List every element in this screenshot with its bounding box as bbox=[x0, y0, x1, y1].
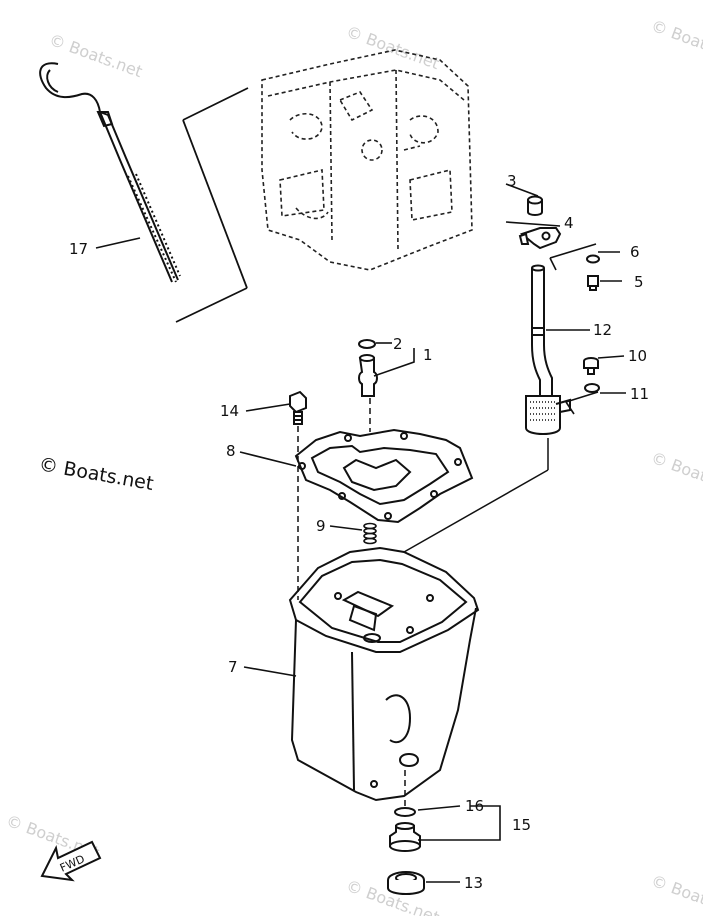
callouts: 17 3 4 6 5 12 10 11 2 1 14 8 9 7 16 15 1… bbox=[69, 172, 649, 892]
drain-plug-part-15 bbox=[389, 822, 421, 852]
watermark: © Boats.net bbox=[47, 30, 145, 81]
seal-part-13 bbox=[387, 871, 425, 895]
watermark: © Boats.net bbox=[649, 871, 703, 916]
washer-part-11 bbox=[584, 383, 600, 393]
callout-4: 4 bbox=[564, 214, 574, 232]
callout-17: 17 bbox=[69, 240, 88, 258]
dipstick bbox=[39, 62, 181, 283]
leader-lines bbox=[95, 183, 626, 883]
callout-16: 16 bbox=[465, 797, 484, 815]
callout-1: 1 bbox=[423, 346, 433, 364]
callout-12: 12 bbox=[593, 321, 612, 339]
callout-14: 14 bbox=[220, 402, 239, 420]
washer-part-6 bbox=[586, 254, 600, 264]
gasket-part-16 bbox=[394, 807, 416, 817]
watermark: © Boats.net bbox=[344, 22, 442, 73]
engine-block bbox=[261, 49, 473, 271]
spring-part-9 bbox=[363, 522, 377, 545]
callout-15: 15 bbox=[512, 816, 531, 834]
assembly-guides bbox=[297, 398, 549, 806]
oil-pickup-tube bbox=[525, 264, 571, 435]
strainer-part-1 bbox=[358, 339, 378, 397]
copyright-text: © Boats.net bbox=[37, 453, 155, 495]
bolt-part-14 bbox=[289, 390, 307, 425]
callout-8: 8 bbox=[226, 442, 236, 460]
callout-11: 11 bbox=[630, 385, 649, 403]
clamp-part-4 bbox=[518, 227, 562, 250]
bolt-part-5 bbox=[587, 275, 599, 291]
watermark: © Boats.net bbox=[649, 16, 703, 67]
bracket-lines bbox=[549, 243, 597, 271]
gasket-part-8 bbox=[294, 428, 474, 524]
callout-5: 5 bbox=[634, 273, 644, 291]
watermark: © Boats.net bbox=[649, 448, 703, 499]
callout-7: 7 bbox=[228, 658, 238, 676]
callout-13: 13 bbox=[464, 874, 483, 892]
callout-10: 10 bbox=[628, 347, 647, 365]
oil-pan-part-7 bbox=[288, 546, 480, 802]
cap-part-3 bbox=[527, 195, 543, 216]
callout-9: 9 bbox=[316, 517, 326, 535]
callout-2: 2 bbox=[393, 335, 403, 353]
bolt-part-10 bbox=[583, 357, 599, 375]
callout-3: 3 bbox=[507, 172, 517, 190]
callout-6: 6 bbox=[630, 243, 640, 261]
block-outline-bracket bbox=[175, 87, 249, 323]
bracket-lines bbox=[565, 391, 599, 415]
